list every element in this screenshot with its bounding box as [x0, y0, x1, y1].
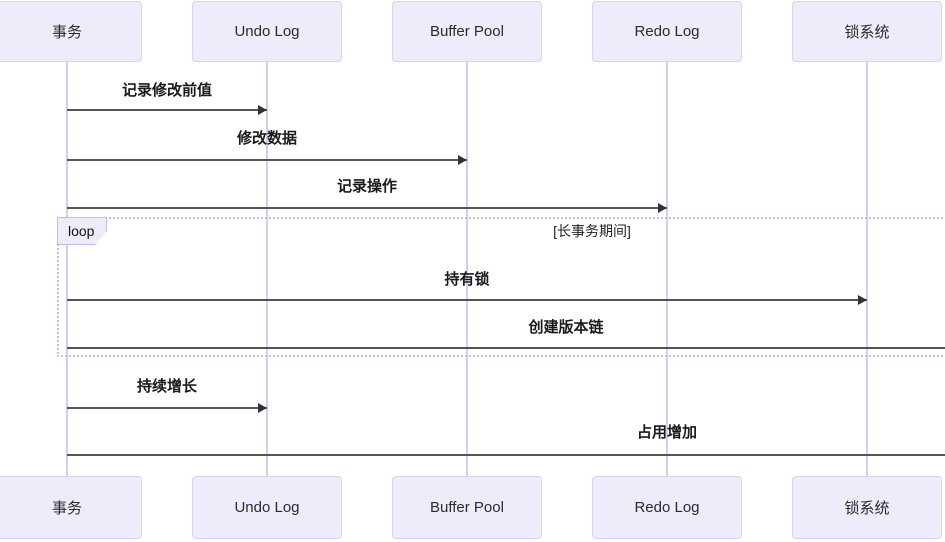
loop-fragment-border: [57, 217, 945, 357]
loop-condition-text: [长事务期间]: [553, 223, 631, 239]
arrowhead-icon: [458, 155, 467, 165]
participant-bottom-redo-log: Redo Log: [592, 476, 742, 539]
message-label-continuous-growth: 持续增长: [136, 378, 198, 395]
participant-bottom-buffer-pool: Buffer Pool: [392, 476, 542, 539]
message-label-occupancy-increase: 占用增加: [636, 424, 698, 441]
participant-label: 事务: [51, 500, 82, 517]
lifeline-buffer-pool: [466, 62, 468, 476]
arrowhead-icon: [258, 403, 267, 413]
arrowhead-icon: [258, 105, 267, 115]
loop-fragment-label: loop: [57, 217, 107, 245]
lifeline-lock-system: [866, 62, 868, 476]
message-line: [67, 299, 867, 301]
participant-bottom-undo-log: Undo Log: [192, 476, 342, 539]
participant-label: Redo Log: [634, 499, 700, 516]
participant-bottom-lock-system: 锁系统: [792, 476, 942, 539]
participant-label: Undo Log: [234, 23, 300, 40]
participant-label: 锁系统: [844, 24, 890, 41]
lifeline-redo-log: [666, 62, 668, 476]
message-label-modify-data: 修改数据: [236, 130, 298, 147]
participant-top-undo-log: Undo Log: [192, 1, 342, 62]
participant-bottom-transaction: 事务: [0, 476, 142, 539]
message-label-record-pre-value: 记录修改前值: [121, 82, 213, 99]
lifeline-undo-log: [266, 62, 268, 476]
arrowhead-icon: [658, 203, 667, 213]
arrowhead-icon: [858, 295, 867, 305]
lifeline-transaction: [66, 62, 68, 476]
participant-label: Buffer Pool: [430, 23, 504, 40]
participant-label: Buffer Pool: [430, 499, 504, 516]
participant-top-buffer-pool: Buffer Pool: [392, 1, 542, 62]
message-line: [67, 407, 267, 409]
message-line: [67, 347, 945, 349]
message-label-hold-lock: 持有锁: [444, 271, 490, 288]
participant-top-lock-system: 锁系统: [792, 1, 942, 62]
participant-label: 锁系统: [844, 500, 890, 517]
participant-top-transaction: 事务: [0, 1, 142, 62]
participant-label: 事务: [51, 24, 82, 41]
message-line: [67, 159, 467, 161]
participant-label: Undo Log: [234, 499, 300, 516]
message-line: [67, 454, 945, 456]
participant-label: Redo Log: [634, 23, 700, 40]
message-line: [67, 207, 667, 209]
message-line: [67, 109, 267, 111]
message-label-record-operation: 记录操作: [336, 178, 398, 195]
message-label-create-version-chain: 创建版本链: [528, 319, 604, 336]
participant-top-redo-log: Redo Log: [592, 1, 742, 62]
